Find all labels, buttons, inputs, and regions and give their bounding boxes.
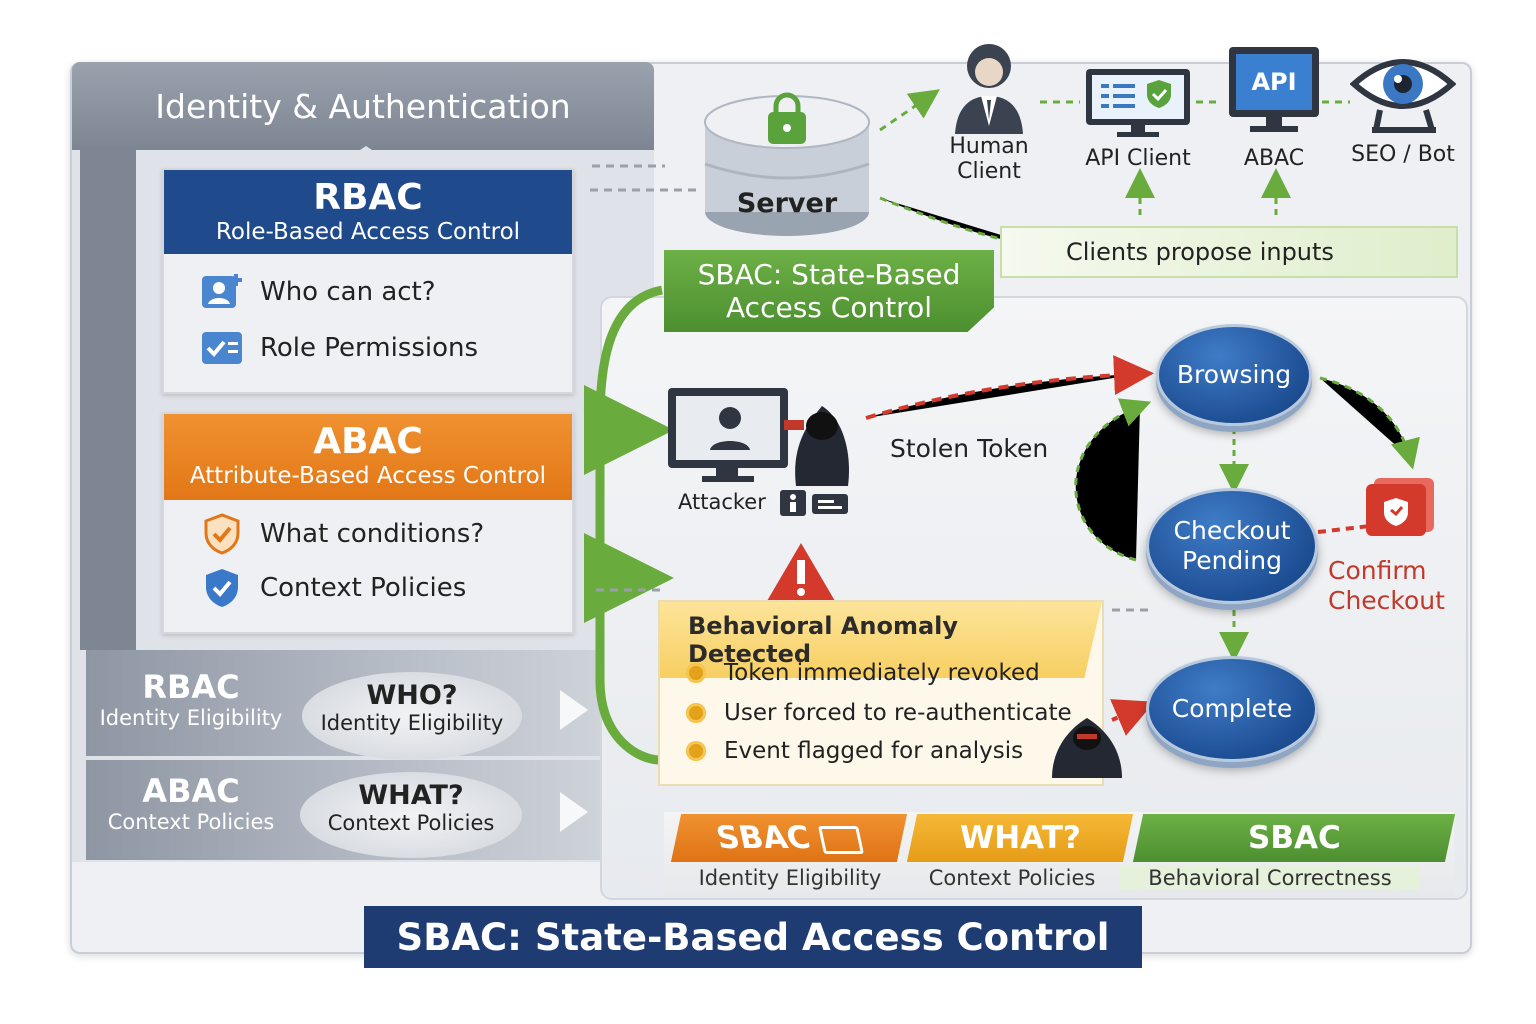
client-bot: SEO / Bot [1340,48,1466,167]
eye-camera-icon [1349,48,1457,134]
footer-tab-3-title: SBAC [1247,820,1341,856]
who-pill: WHO? Identity Eligibility [302,672,522,760]
header-notch [348,146,384,158]
state-complete: Complete [1146,656,1318,762]
clients-propose-label: Clients propose inputs [1066,238,1334,266]
client-human-label-2: Client [957,159,1021,184]
what-arrow-icon [560,792,588,832]
rbac-card: RBAC Role-Based Access Control Who can a… [162,168,574,394]
abac-band-title: ABAC [142,772,240,810]
what-pill-subtitle: Context Policies [327,811,495,835]
what-pill: WHAT? Context Policies [300,772,522,858]
client-human: Human Client [930,38,1048,184]
rbac-band-subtitle: Identity Eligibility [99,706,283,730]
abac-item-conditions-label: What conditions? [260,519,485,549]
what-pill-title: WHAT? [358,780,464,811]
rbac-item-permissions-label: Role Permissions [260,333,479,363]
who-arrow-icon [560,690,588,730]
confirm-checkout-label: Confirm Checkout [1328,556,1445,616]
rbac-item-permissions: Role Permissions [200,326,478,370]
footer-tab-1-title: SBAC [713,820,814,856]
sbac-server-badge-line1: SBAC: State-Based [697,258,961,291]
state-checkout-line1: Checkout [1173,516,1291,545]
rbac-card-title: RBAC [313,177,423,218]
footer-tab-sbac-behavior: SBAC [1132,814,1456,862]
anomaly-bullet-1: Token immediately revoked [686,660,1040,686]
client-api: API Client [1078,66,1198,171]
person-icon [949,38,1029,134]
anomaly-bullet-2: User forced to re-authenticate [686,700,1072,726]
footer-tab-2-title: WHAT? [959,820,1081,856]
client-abac-label: ABAC [1243,146,1305,171]
confirm-checkout-line1: Confirm [1328,556,1427,585]
anomaly-bullet-2-text: User forced to re-authenticate [724,700,1072,726]
shield-check-blue-icon [200,566,244,610]
checklist-icon [200,326,244,370]
rbac-band-title: RBAC [142,668,240,706]
anomaly-panel: Behavioral Anomaly Detected Token immedi… [658,600,1104,786]
abac-item-conditions: What conditions? [200,512,484,556]
footer-tab-what: WHAT? [906,814,1134,862]
client-bot-label: SEO / Bot [1351,142,1455,167]
abac-card: ABAC Attribute-Based Access Control What… [162,412,574,634]
footer-tab-2-sub: Context Policies [928,866,1096,890]
anomaly-title: Behavioral Anomaly Detected [660,602,1102,678]
server-label: Server [736,188,838,219]
clients-propose-banner: Clients propose inputs [1000,226,1458,278]
user-add-icon [200,270,244,314]
who-pill-subtitle: Identity Eligibility [320,711,504,735]
state-checkout-line2: Pending [1182,546,1282,575]
abac-item-policies: Context Policies [200,566,466,610]
rbac-item-who-label: Who can act? [260,277,436,307]
abac-card-title: ABAC [313,421,423,462]
state-checkout-pending: Checkout Pending [1146,488,1318,604]
api-monitor-icon: API [1226,44,1322,136]
sbac-server-badge: SBAC: State-Based Access Control [664,250,994,332]
footer-tab-sbac-identity: SBAC [670,814,908,862]
bullet-dot-icon [686,663,706,683]
abac-band-subtitle: Context Policies [107,810,275,834]
sbac-server-badge-line2: Access Control [726,291,932,324]
rbac-band-label: RBAC Identity Eligibility [96,668,286,730]
client-abac: API ABAC [1222,44,1326,171]
attacker-monitor-icon [666,386,866,486]
hooded-attacker-icon [1046,706,1128,778]
client-human-label-1: Human [949,134,1029,159]
warning-icon [764,540,838,604]
abac-card-subtitle: Attribute-Based Access Control [189,463,547,489]
anomaly-bullet-3: Event flagged for analysis [686,738,1023,764]
id-card-icon [778,488,850,518]
identity-panel-strip [80,150,136,650]
abac-item-policies-label: Context Policies [260,573,467,603]
main-title: SBAC: State-Based Access Control [364,906,1142,968]
identity-panel-header: Identity & Authentication [72,62,654,150]
footer-tab-3-sub: Behavioral Correctness [1120,866,1420,890]
anomaly-bullet-1-text: Token immediately revoked [724,660,1040,686]
shield-check-orange-icon [200,512,244,556]
api-monitor-text: API [1251,68,1297,96]
server-icon [702,92,872,242]
state-browsing: Browsing [1156,324,1312,426]
rbac-item-who: Who can act? [200,270,436,314]
rbac-card-subtitle: Role-Based Access Control [215,219,521,245]
confirm-checkout-line2: Checkout [1328,586,1445,615]
monitor-check-icon [1083,66,1193,138]
anomaly-bullet-3-text: Event flagged for analysis [724,738,1024,764]
bullet-dot-icon [686,703,706,723]
client-api-label: API Client [1085,146,1191,171]
stolen-token-label: Stolen Token [890,434,1049,463]
abac-band-label: ABAC Context Policies [96,772,286,834]
film-icon [817,825,864,854]
footer-tab-1-sub: Identity Eligibility [698,866,882,890]
who-pill-title: WHO? [366,680,458,711]
attacker-label: Attacker [678,490,766,514]
bullet-dot-icon [686,741,706,761]
confirm-checkout-icon [1364,472,1440,538]
